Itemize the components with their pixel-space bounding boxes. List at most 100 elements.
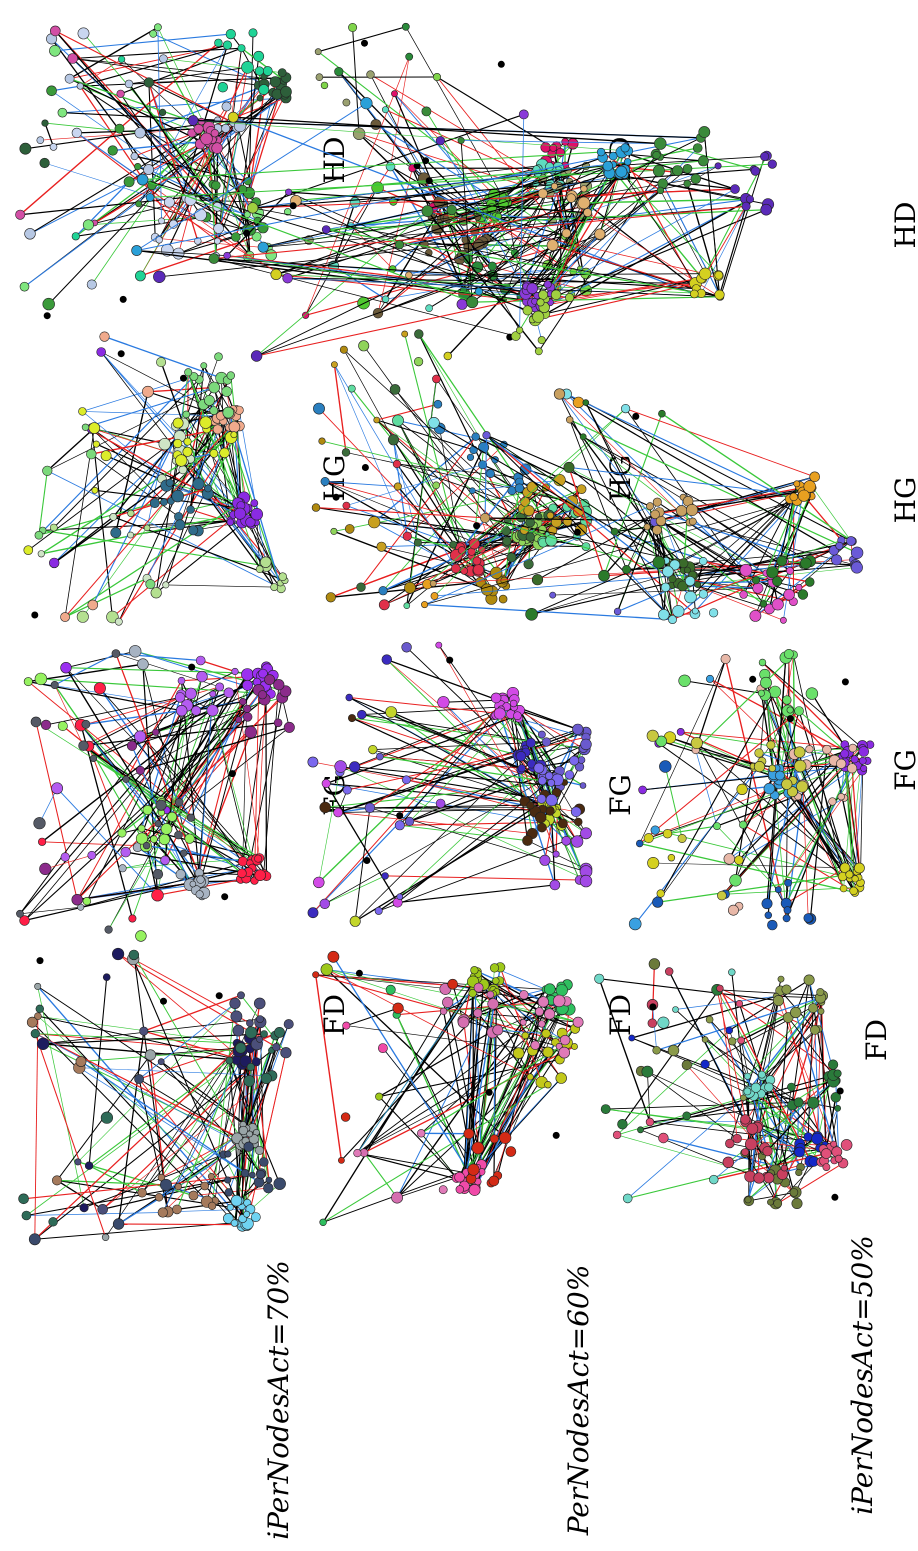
edge — [324, 481, 531, 538]
edge — [363, 1045, 575, 1154]
node — [594, 228, 606, 240]
edge — [263, 205, 747, 248]
node — [348, 22, 358, 32]
node — [60, 612, 70, 622]
edge — [566, 393, 791, 500]
nodes — [628, 648, 875, 931]
node — [342, 98, 351, 107]
node — [347, 384, 356, 393]
node — [174, 519, 186, 531]
edge — [132, 958, 251, 1024]
node — [561, 228, 572, 238]
edge — [603, 570, 668, 577]
node — [377, 1043, 388, 1053]
node — [620, 404, 631, 414]
edge — [346, 505, 462, 548]
node — [256, 1015, 264, 1023]
node — [620, 143, 630, 153]
edge — [315, 507, 557, 523]
node — [241, 61, 254, 74]
edge — [28, 663, 144, 683]
node — [553, 388, 566, 400]
node — [137, 824, 146, 833]
node — [100, 1111, 113, 1124]
node — [311, 503, 321, 512]
node — [187, 115, 199, 126]
node — [163, 196, 175, 208]
node — [183, 437, 192, 446]
node — [638, 785, 647, 795]
edge — [651, 963, 656, 1024]
node — [76, 82, 84, 90]
isolated-node — [361, 464, 369, 471]
node — [691, 607, 699, 615]
edge — [786, 867, 846, 904]
node — [837, 792, 845, 801]
node — [60, 852, 70, 862]
node — [749, 610, 762, 622]
edge — [372, 741, 547, 750]
node — [539, 854, 551, 866]
edge — [463, 214, 587, 291]
node — [432, 481, 441, 490]
node — [74, 1158, 82, 1166]
node — [143, 524, 151, 532]
node — [598, 569, 610, 582]
node — [525, 532, 535, 542]
node — [378, 599, 390, 611]
node — [805, 745, 814, 754]
edge — [140, 235, 257, 277]
node — [134, 127, 146, 139]
node — [129, 645, 142, 658]
edge — [37, 1015, 246, 1062]
node — [19, 915, 30, 926]
edge — [86, 693, 192, 902]
node — [559, 1034, 571, 1046]
nodes — [421, 388, 864, 624]
edge — [439, 428, 461, 548]
isolated-node — [396, 812, 404, 820]
node — [71, 232, 80, 241]
node — [782, 695, 792, 705]
node — [766, 740, 776, 750]
edge — [276, 183, 688, 275]
node — [543, 1008, 556, 1020]
edge — [186, 197, 264, 229]
node — [623, 158, 632, 166]
node — [204, 484, 212, 493]
edge — [26, 1212, 163, 1216]
edge — [468, 235, 566, 260]
edge — [288, 191, 588, 214]
node — [319, 801, 331, 814]
node — [650, 509, 660, 520]
node — [79, 1203, 89, 1213]
node — [463, 1128, 475, 1140]
node — [254, 854, 263, 863]
network-r1-fg — [307, 641, 593, 927]
isolated-node — [632, 412, 640, 420]
node — [174, 692, 186, 703]
edge — [112, 508, 245, 618]
edge — [24, 867, 253, 922]
edge — [305, 242, 572, 316]
node — [255, 565, 264, 574]
node — [784, 879, 792, 887]
node — [471, 432, 480, 441]
edge — [540, 209, 767, 303]
node — [854, 862, 865, 874]
isolated-node — [221, 893, 229, 901]
edge — [217, 67, 248, 242]
node — [141, 385, 154, 398]
edge — [295, 200, 539, 318]
node — [429, 580, 437, 587]
node — [184, 687, 197, 700]
node — [376, 752, 384, 761]
edge — [79, 1067, 246, 1174]
node — [643, 523, 651, 531]
node — [109, 513, 118, 521]
node — [110, 527, 122, 539]
edge — [792, 784, 851, 879]
edge — [531, 494, 806, 615]
edge — [463, 993, 474, 1182]
node — [783, 588, 795, 601]
